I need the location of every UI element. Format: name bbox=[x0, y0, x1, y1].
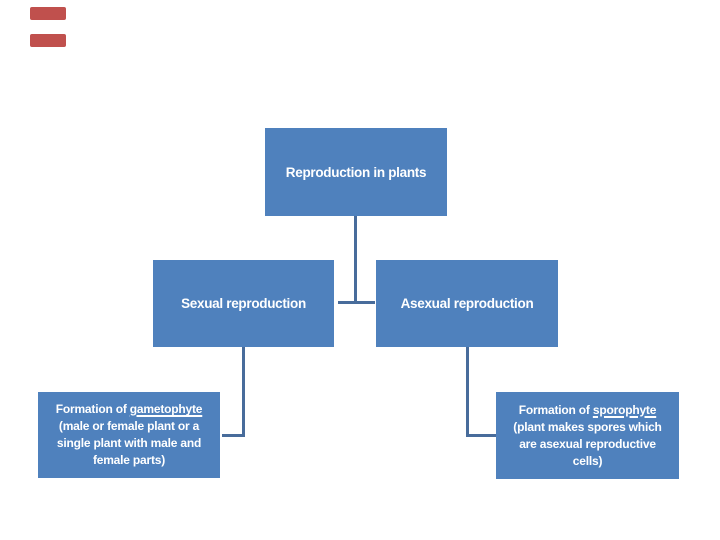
leaf-gametophyte-prefix: Formation of bbox=[55, 402, 130, 416]
connector-sexual-vertical bbox=[242, 347, 245, 437]
branch-box-sexual-label: Sexual reproduction bbox=[181, 296, 306, 311]
connector-root-vertical bbox=[354, 216, 357, 304]
leaf-gametophyte-line3: single plant with male and bbox=[56, 436, 202, 450]
leaf-box-sporophyte: Formation of sporophyte (plant makes spo… bbox=[496, 392, 679, 479]
accent-bar-bottom bbox=[30, 34, 66, 47]
leaf-sporophyte-line1: Formation of sporophyte bbox=[518, 402, 657, 419]
leaf-sporophyte-keyword: sporophyte bbox=[592, 402, 657, 417]
connector-sexual-elbow bbox=[222, 434, 245, 437]
connector-asexual-elbow bbox=[466, 434, 496, 437]
root-box-label: Reproduction in plants bbox=[285, 164, 427, 180]
leaf-gametophyte-line2: (male or female plant or a bbox=[58, 419, 200, 433]
leaf-sporophyte-prefix: Formation of bbox=[518, 402, 593, 417]
leaf-gametophyte-keyword: gametophyte bbox=[129, 402, 203, 416]
branch-box-asexual-label: Asexual reproduction bbox=[400, 296, 534, 311]
accent-bar-top bbox=[30, 7, 66, 20]
leaf-gametophyte-line1: Formation of gametophyte bbox=[56, 401, 203, 418]
leaf-box-gametophyte: Formation of gametophyte (male or female… bbox=[38, 392, 220, 478]
leaf-sporophyte-line3: are asexual reproductive bbox=[519, 436, 656, 451]
branch-box-asexual: Asexual reproduction bbox=[376, 260, 558, 347]
leaf-sporophyte-line2: (plant makes spores which bbox=[513, 419, 662, 434]
connector-root-crossbar bbox=[338, 301, 375, 304]
connector-asexual-vertical bbox=[466, 347, 469, 437]
branch-box-sexual: Sexual reproduction bbox=[153, 260, 334, 347]
leaf-sporophyte-line4: cells) bbox=[572, 453, 603, 468]
leaf-gametophyte-line4: female parts) bbox=[92, 453, 166, 467]
root-box-reproduction: Reproduction in plants bbox=[265, 128, 447, 216]
